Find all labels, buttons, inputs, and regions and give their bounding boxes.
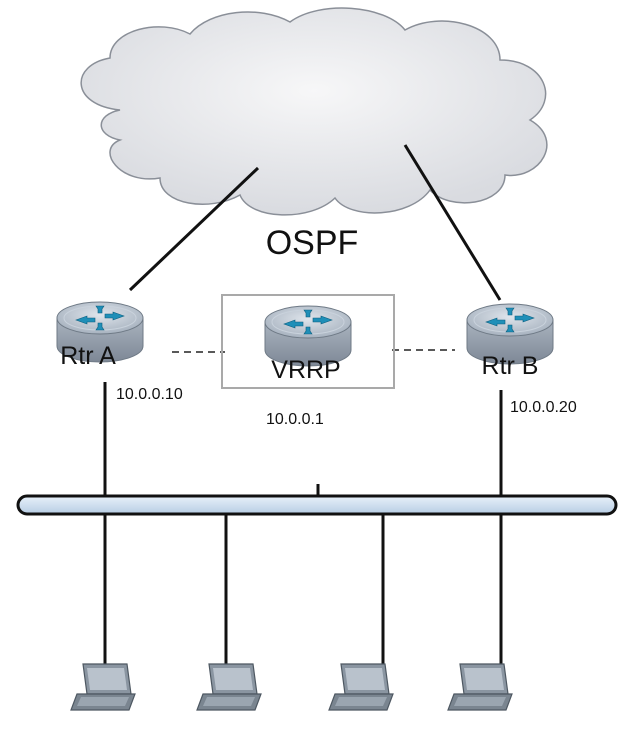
laptop-icon: [196, 663, 262, 711]
laptop-icon: [70, 663, 136, 711]
laptop-icon: [447, 663, 513, 711]
router-label-vrrp: VRRP: [271, 356, 340, 384]
ospf-cloud: [80, 7, 548, 216]
lan-bus: [16, 494, 618, 516]
laptop-icon: [328, 663, 394, 711]
vrrp-box: [221, 294, 395, 389]
router-label-rtr-b: Rtr B: [482, 352, 539, 380]
cloud-label: OSPF: [266, 224, 359, 262]
ip-label-rtr-b: 10.0.0.20: [510, 399, 577, 416]
ip-label-vrrp: 10.0.0.1: [266, 411, 324, 428]
uplink-rtr-a: [128, 166, 260, 292]
uplink-rtr-b: [403, 144, 502, 301]
ip-label-rtr-a: 10.0.0.10: [116, 386, 183, 403]
router-label-rtr-a: Rtr A: [60, 342, 116, 370]
